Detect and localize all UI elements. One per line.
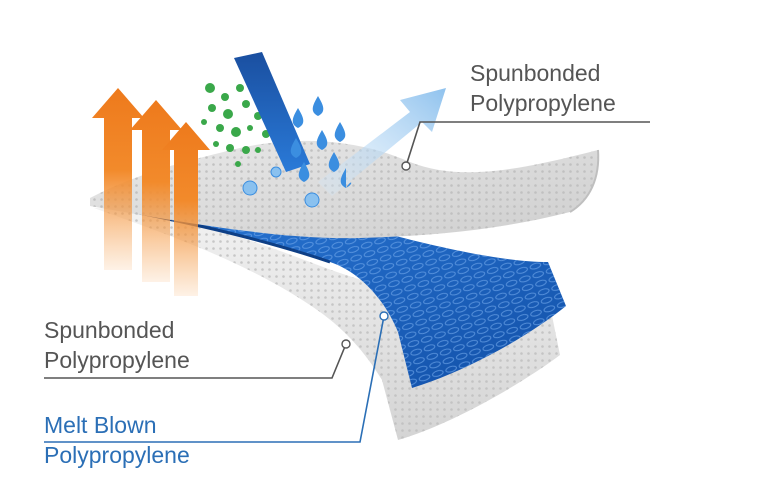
label-melt-blown: Melt Blown Polypropylene [44, 410, 190, 470]
label-bottom-spunbond: Spunbonded Polypropylene [44, 315, 190, 375]
label-top-line1: Spunbonded [470, 58, 616, 88]
label-mid-line1: Spunbonded [44, 315, 190, 345]
label-bot-line2: Polypropylene [44, 440, 190, 470]
label-top-spunbond: Spunbonded Polypropylene [470, 58, 616, 118]
label-mid-line2: Polypropylene [44, 345, 190, 375]
up-arrow-icon [92, 88, 210, 296]
label-top-line2: Polypropylene [470, 88, 616, 118]
leader-line-top [402, 122, 650, 170]
label-bot-line1: Melt Blown [44, 410, 190, 440]
